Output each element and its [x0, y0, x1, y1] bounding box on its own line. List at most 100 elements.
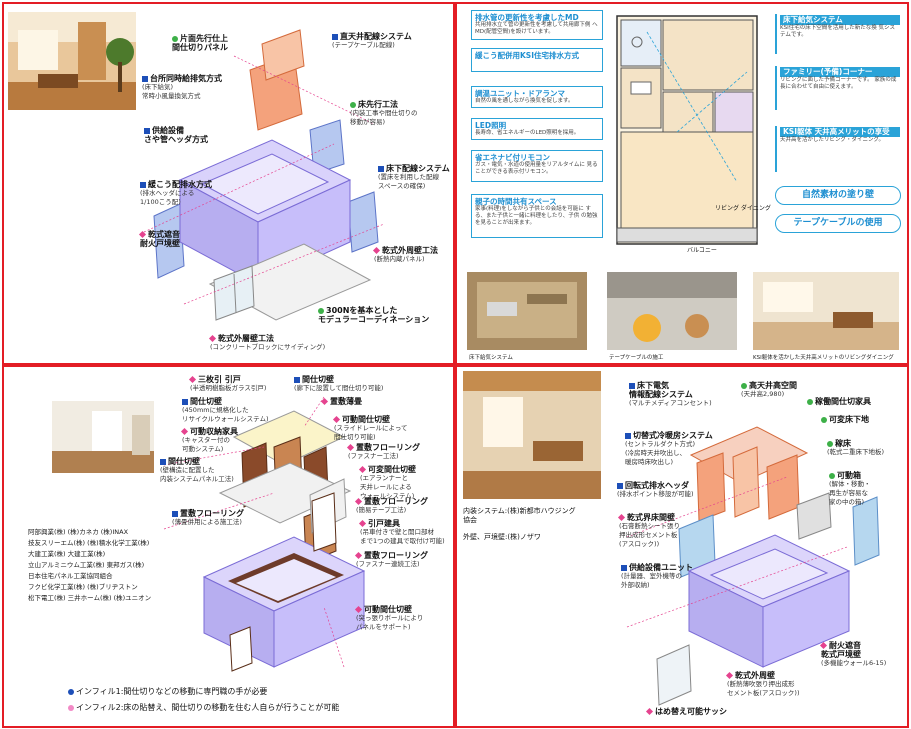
legend-infill-2: インフィル2:床の貼替え、間仕切りの移動を住む人自らが行うことが可能 [68, 703, 339, 712]
pink-diamond-icon [725, 671, 734, 680]
panel-skeleton-infill-2: 内装システム:(株)新都市ハウジング 協会 外壁、戸境壁:(株)ノザワ 床下電気… [455, 365, 909, 728]
panel-skeleton-infill-1: 片面先行仕上 間仕切りパネル 直天井配線システム(テープケーブル配線) 台所同時… [2, 2, 455, 365]
green-bullet-icon [827, 440, 833, 447]
green-bullet-icon [172, 35, 178, 42]
box-ventilation-unit: 調温ユニット・ドアランマ自然の風を通しながら換気を促します。 [471, 86, 603, 108]
green-bullet-icon [741, 382, 747, 389]
blue-square-icon [182, 398, 188, 405]
pink-diamond-icon [138, 230, 147, 239]
exploded-axonometric-diagram [143, 29, 385, 321]
corridor-photo [52, 401, 154, 473]
label-dry-floor-wall: 乾式界床間壁(石膏断熱シート張り 押出成形セメント板 (アスロック)) [617, 513, 681, 548]
pink-diamond-icon [346, 443, 355, 452]
blue-square-icon [629, 382, 635, 389]
blue-square-icon [142, 75, 148, 82]
blue-square-icon [144, 127, 150, 134]
pink-diamond-icon [645, 707, 654, 716]
panel-infill-system: 三枚引 引戸(半透明樹脂板ガラス引戸) 間仕切壁(廊下に設置して間仕切り可能) … [2, 365, 455, 728]
label-triple-sliding: 三枚引 引戸(半透明樹脂板ガラス引戸) [188, 375, 267, 392]
label-flooring-fastener: 置敷フローリング(ファスナー工法) [346, 443, 420, 460]
blue-square-icon [621, 564, 627, 571]
blue-square-icon [378, 165, 384, 172]
blue-square-icon [140, 181, 146, 188]
credit-interior: 内装システム:(株)新都市ハウジング 協会 [463, 507, 576, 524]
pink-diamond-icon [358, 465, 367, 474]
exploded-infill-diagram [163, 396, 366, 672]
box-ksi-ceiling: KSI躯体 天井高メリットの享受天井高を活かしたリビング・ダイニング。 [775, 126, 903, 172]
company-row: 松下電工(株) 三井ホーム(株) (株)ユニオン [28, 594, 152, 602]
blue-square-icon [294, 376, 300, 383]
green-bullet-icon [829, 472, 835, 479]
blue-square-icon [172, 510, 178, 517]
exploded-axonometric-diagram-2 [626, 426, 880, 706]
label-sliding-fixture: 引戸建具(吊車付きで壁と開口部材 まで1つの建具で取付け可能) [358, 519, 445, 545]
label-partition-recycle: 間仕切壁(450mmに規格化した リサイクルウォールシステム) [182, 397, 269, 423]
label-dry-fireproof-wall: 乾式遮音 耐火戸境壁 [138, 230, 180, 248]
interior-photo [8, 12, 136, 110]
label-kitchen-ventilation: 台所同時給排気方式(床下給気) 常時小風量換気方式 [142, 74, 222, 100]
plan-label-balcony: バルコニー [687, 247, 717, 254]
pink-diamond-icon [354, 605, 363, 614]
blue-square-icon [625, 432, 631, 439]
label-flooring-tape: 置敷フローリング(簡易テープ工法) [354, 497, 428, 514]
caption-living: KSI躯体を活かした天井高メリットのリビングダイニング [753, 355, 894, 361]
label-dry-layer-wall: 乾式外層壁工法(コンクリートブロックにサイディング) [208, 334, 326, 351]
label-flooring-continuous: 置敷フローリング(ファスナー連続工法) [354, 551, 428, 568]
label-supply-unit: 供給設備ユニット(計量器、室外機等の 外部収納) [621, 563, 693, 589]
label-flooring-tatami: 置敷フローリング(薄畳併用による施工法) [172, 509, 244, 526]
photo-underfloor [467, 272, 587, 350]
plan-label-living: リビング ダイニング [715, 205, 771, 212]
label-fireproof-wall: 耐火遮音 乾式戸境壁(多機能ウォール6-15) [819, 641, 887, 667]
green-bullet-icon [821, 416, 827, 423]
pink-diamond-icon [372, 246, 381, 255]
company-row: 阿部興業(株) (株)カネカ (株)INAX [28, 528, 129, 536]
pink-diamond-icon [354, 497, 363, 506]
caption-underfloor: 床下給気システム [469, 355, 513, 361]
blue-square-icon [617, 482, 623, 489]
blue-square-icon [160, 458, 166, 465]
label-movable-partition-rail: 可動間仕切壁(スライドレールによって 間仕切り可能) [332, 415, 408, 441]
label-hvac-switch: 切替式冷暖房システム(セントラルダクト方式) (冷房時天井吹出し、 暖房時床吹出… [625, 431, 713, 466]
green-bullet-icon [350, 101, 356, 108]
box-led-lighting: LED照明長寿命、省エネルギーのLED照明を採用。 [471, 118, 603, 140]
pink-diamond-icon [358, 519, 367, 528]
label-high-ceiling: 高天井高空間(天井高2,980) [741, 381, 797, 398]
photo-tape-cable [607, 272, 737, 350]
box-family-corner: ファミリー(予備)コーナーリビングに面した予備コーナーです。 家族の成長に合わせ… [775, 66, 903, 110]
company-list: 阿部興業(株) (株)カネカ (株)INAX 技友スリーエム(株) (株)積水化… [28, 527, 151, 604]
label-thin-tatami: 置敷薄畳 [320, 397, 362, 406]
label-supply-header: 供給設備 さや管ヘッダ方式 [144, 126, 208, 144]
label-floor-first: 床先行工法(内装工事や間仕切りの 移動が容易) [350, 100, 418, 126]
pink-diamond-icon [320, 397, 329, 406]
green-bullet-icon [318, 307, 324, 314]
label-modular-coordination: 300Nを基本とした モデュラーコーディネーション [318, 306, 430, 324]
box-energy-remote: 省エネナビ付リモコンガス・電気・水道の使用量をリアルタイムに 見ることができる表… [471, 150, 603, 182]
label-movable-furniture: 稼働間仕切家具 [807, 397, 871, 406]
pink-circle-icon [68, 704, 74, 711]
label-variable-partition: 可変間仕切壁(エアランナーと 天井レールによる ウォールシステム) [358, 465, 416, 500]
blue-square-icon [332, 33, 338, 40]
company-row: 立山アルミニウム工業(株) 東邦ガス(株) [28, 561, 145, 569]
label-rotary-drain: 回転式排水ヘッダ(排水ポイント移設が可能) [617, 481, 694, 498]
box-ksi-drain: 緩こう配併用KSI住宅排水方式 [471, 48, 603, 72]
pink-diamond-icon [617, 513, 626, 522]
label-movable-storage: 可動収納家具(キャスター付の 可動システム) [180, 427, 238, 453]
label-floor-board: 稼床(乾式二重床下地板) [827, 439, 885, 456]
credit-wall: 外壁、戸境壁:(株)ノザワ [463, 533, 541, 541]
company-row: 大建工業(株) 大建工業(株) [28, 550, 106, 558]
label-one-side-finish-panel: 片面先行仕上 間仕切りパネル [172, 34, 228, 52]
company-row: 日本住宅パネル工業協同組合 [28, 572, 113, 580]
label-movable-partition-pole: 可動間仕切壁(突っ張りボールにより パネルをサポート) [354, 605, 424, 631]
pink-diamond-icon [208, 334, 217, 343]
blue-circle-icon [68, 688, 74, 695]
pink-diamond-icon [332, 415, 341, 424]
company-row: フクビ化学工業(株) (株)ブリヂストン [28, 583, 138, 591]
box-family-space: 親子の時間共有スペース家事(料理)をしながら子供との会話を可能に する、また子供… [471, 194, 603, 238]
pink-diamond-icon [354, 551, 363, 560]
label-underfloor-wiring: 床下配線システム(置床を利用した配線 スペースの確保) [378, 164, 450, 190]
label-underfloor-electric: 床下電気 情報配線システム(マルチメディアコンセント) [629, 381, 712, 407]
green-bullet-icon [807, 398, 813, 405]
label-variable-floor: 可変床下地 [821, 415, 869, 424]
pink-diamond-icon [188, 375, 197, 384]
